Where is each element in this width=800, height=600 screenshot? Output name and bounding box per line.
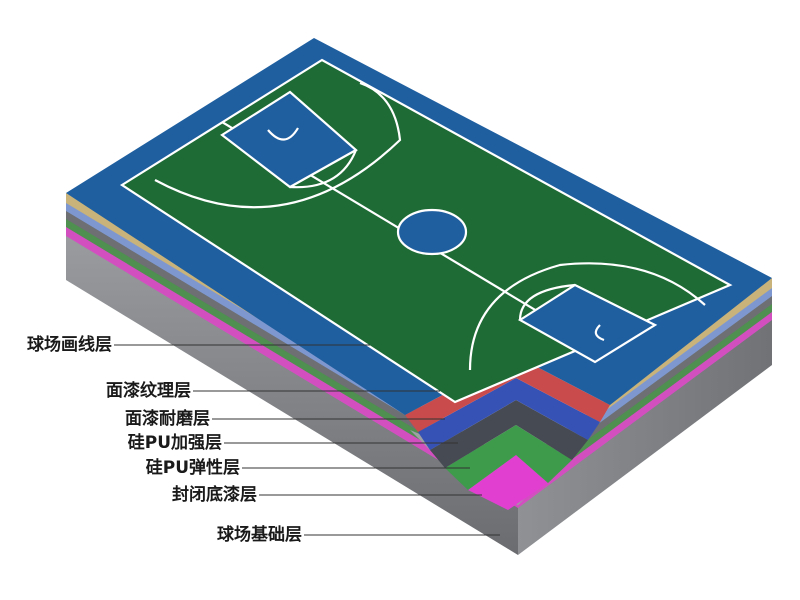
- bottom-key: [517, 283, 658, 364]
- boundary-line: [119, 58, 733, 404]
- bottom-basket-arc: [594, 324, 605, 342]
- reinforce-layer-left-face: [66, 209, 518, 491]
- layer-label-pu-reinforcement: 硅PU加强层: [127, 433, 222, 453]
- layer-label-court-lines: 球场画线层: [27, 335, 112, 355]
- primer-layer-top: [468, 455, 548, 510]
- elastic-layer-left-face: [66, 217, 518, 499]
- leader-lines: [114, 344, 500, 536]
- bottom-free-throw-arc: [518, 283, 576, 321]
- elastic-layer-right-face: [518, 302, 772, 499]
- primer-layer-right-face: [518, 310, 772, 508]
- center-circle: [396, 208, 468, 256]
- court-lines: [119, 58, 733, 404]
- layer-label-wear-topcoat: 面漆耐磨层: [125, 409, 210, 429]
- bottom-three-point-arc: [468, 262, 706, 371]
- layer-label-texture-topcoat: 面漆纹理层: [106, 381, 191, 401]
- top-free-throw-arc: [289, 149, 358, 189]
- primer-layer-left-face: [66, 225, 518, 508]
- top-basket-arc: [267, 127, 299, 141]
- base-layer-left-face: [66, 233, 518, 555]
- layer-label-court-base: 球场基础层: [217, 525, 302, 545]
- reinforce-layer-top: [430, 400, 588, 468]
- top-three-point-arc: [154, 81, 402, 209]
- base-layer-right-face: [518, 318, 772, 555]
- elastic-layer-top: [445, 425, 572, 490]
- layer-label-pu-elastic: 硅PU弹性层: [145, 458, 240, 478]
- layer-label-sealing-primer: 封闭底漆层: [172, 485, 257, 505]
